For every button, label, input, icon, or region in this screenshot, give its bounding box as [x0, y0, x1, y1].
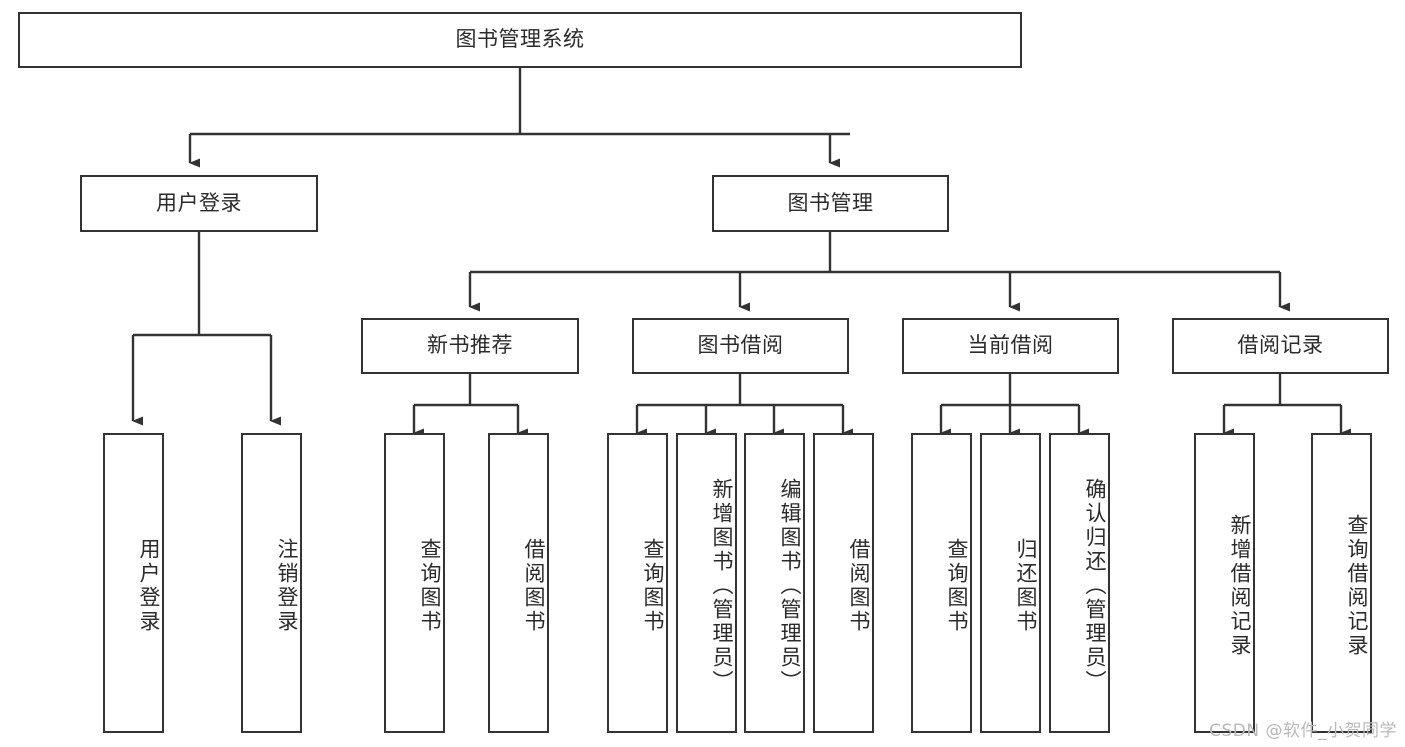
leaf-return-book-label: 归还图书 [1014, 538, 1038, 634]
leaf-user-login[interactable]: 用户登录 [103, 433, 164, 733]
node-book-borrow-label: 图书借阅 [697, 333, 784, 358]
leaf-query-borrow-record[interactable]: 查询借阅记录 [1311, 433, 1372, 733]
node-user-login[interactable]: 用户登录 [80, 175, 318, 232]
leaf-add-book-admin[interactable]: 新增图书（管理员） [676, 433, 737, 733]
node-book-management[interactable]: 图书管理 [712, 175, 949, 232]
leaf-query-book-borrow[interactable]: 查询图书 [607, 433, 668, 733]
leaf-add-borrow-record-label: 新增借阅记录 [1228, 514, 1252, 658]
leaf-borrow-book[interactable]: 借阅图书 [813, 433, 874, 733]
leaf-query-book-current-label: 查询图书 [945, 538, 969, 634]
leaf-edit-book-admin[interactable]: 编辑图书（管理员） [744, 433, 805, 733]
leaf-add-borrow-record[interactable]: 新增借阅记录 [1194, 433, 1255, 733]
node-new-book-recommend[interactable]: 新书推荐 [361, 318, 579, 374]
leaf-logout[interactable]: 注销登录 [241, 433, 302, 733]
leaf-borrow-book-recommend-label: 借阅图书 [522, 538, 546, 634]
leaf-query-borrow-record-label: 查询借阅记录 [1345, 514, 1369, 658]
node-current-borrow-label: 当前借阅 [967, 333, 1054, 358]
leaf-confirm-return-admin[interactable]: 确认归还（管理员） [1049, 433, 1110, 733]
node-current-borrow[interactable]: 当前借阅 [902, 318, 1119, 374]
leaf-add-book-admin-label: 新增图书（管理员） [710, 478, 734, 694]
leaf-user-login-label: 用户登录 [137, 538, 161, 634]
node-book-borrow[interactable]: 图书借阅 [632, 318, 849, 374]
node-new-book-recommend-label: 新书推荐 [427, 333, 513, 358]
leaf-logout-label: 注销登录 [275, 538, 299, 634]
node-user-login-label: 用户登录 [156, 190, 242, 215]
leaf-confirm-return-admin-label: 确认归还（管理员） [1083, 478, 1107, 694]
watermark: CSDN @软件_小贺同学 [1209, 721, 1397, 741]
node-root-label: 图书管理系统 [455, 27, 585, 52]
leaf-query-book-recommend-label: 查询图书 [418, 538, 442, 634]
node-borrow-records[interactable]: 借阅记录 [1172, 318, 1389, 374]
leaf-query-book-current[interactable]: 查询图书 [911, 433, 972, 733]
leaf-query-book-borrow-label: 查询图书 [641, 538, 665, 634]
leaf-borrow-book-recommend[interactable]: 借阅图书 [488, 433, 549, 733]
leaf-borrow-book-label: 借阅图书 [847, 538, 871, 634]
leaf-query-book-recommend[interactable]: 查询图书 [384, 433, 445, 733]
node-book-management-label: 图书管理 [787, 190, 874, 215]
node-borrow-records-label: 借阅记录 [1237, 333, 1324, 358]
node-root[interactable]: 图书管理系统 [18, 12, 1022, 68]
leaf-return-book[interactable]: 归还图书 [980, 433, 1041, 733]
leaf-edit-book-admin-label: 编辑图书（管理员） [778, 478, 802, 694]
